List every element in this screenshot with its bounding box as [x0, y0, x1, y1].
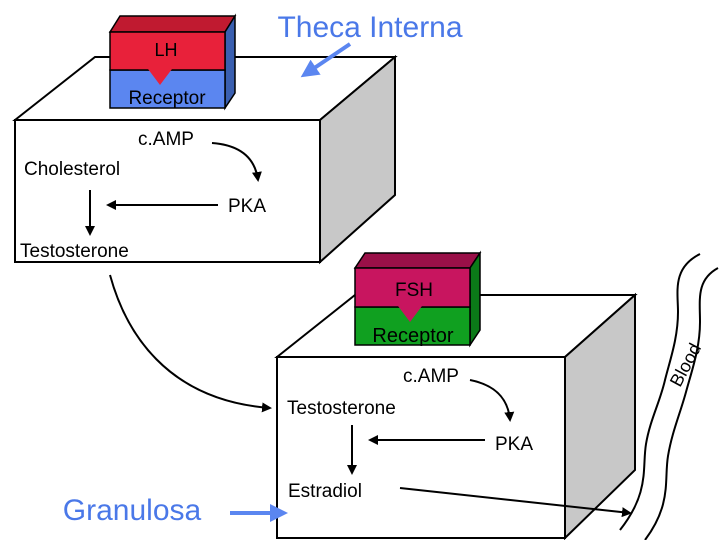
lh-receptor-block: LH Receptor	[108, 13, 237, 111]
theca-cholesterol-label: Cholesterol	[24, 159, 120, 180]
fsh-receptor-box	[354, 306, 471, 346]
theca-pka-label: PKA	[228, 196, 266, 217]
page-title: Theca Interna	[277, 11, 462, 44]
granulosa-testosterone-label: Testosterone	[287, 398, 396, 419]
lh-label: LH	[154, 40, 177, 60]
theca-camp-label: c.AMP	[138, 129, 194, 150]
title-pointer-arrow	[300, 42, 352, 78]
fsh-hormone-box	[354, 267, 471, 308]
testosterone-transfer-arrow	[109, 274, 272, 413]
granulosa-cell-front-face	[276, 356, 566, 539]
granulosa-pka-label: PKA	[495, 434, 533, 455]
lh-hormone-tip	[148, 69, 172, 85]
granulosa-camp-to-pka-arrow	[469, 379, 515, 422]
fsh-side-face	[469, 250, 481, 348]
granulosa-label: Granulosa	[63, 494, 202, 527]
lh-receptor-label: Receptor	[128, 88, 206, 109]
fsh-receptor-label: Receptor	[372, 325, 453, 347]
estradiol-to-blood-arrow	[399, 487, 632, 518]
lh-side-face	[224, 13, 236, 111]
theca-camp-to-pka-arrow	[211, 142, 262, 182]
granulosa-estradiol-label: Estradiol	[288, 481, 362, 502]
blood-vessel-wall-left	[619, 253, 701, 531]
theca-cell-front-face	[14, 119, 321, 263]
fsh-hormone-tip	[398, 306, 422, 322]
fsh-top-face	[353, 252, 482, 269]
fsh-receptor-block: FSH Receptor	[353, 250, 482, 348]
lh-top-face	[108, 15, 237, 33]
theca-testosterone-label: Testosterone	[20, 241, 129, 262]
granulosa-camp-label: c.AMP	[403, 366, 459, 387]
blood-label: Blood	[666, 340, 705, 390]
fsh-label: FSH	[395, 280, 433, 301]
blood-vessel-wall-right	[644, 267, 719, 540]
